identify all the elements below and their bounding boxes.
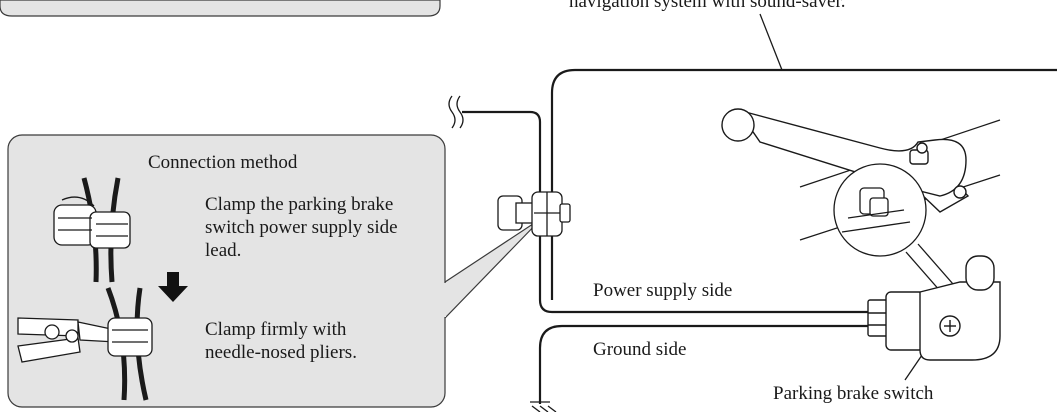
clamp-illustration-icon	[53, 177, 131, 283]
pliers-illustration-icon	[17, 287, 153, 401]
callout-step-2: Clamp firmly with needle-nosed pliers.	[205, 319, 357, 363]
magnifier-detail-icon	[833, 163, 961, 309]
arrow-down-icon	[158, 272, 188, 302]
callout-title: Connection method	[148, 152, 298, 173]
label-ground-side: Ground side	[593, 339, 687, 360]
callout-step-1: Clamp the parking brake switch power sup…	[205, 194, 398, 261]
callout-pointer	[444, 217, 543, 320]
label-parking-brake-switch: Parking brake switch	[773, 383, 934, 404]
top-partial-box	[0, 0, 441, 17]
top-partial-label: navigation system with sound-saver.	[569, 0, 846, 12]
splice-connector-icon	[497, 191, 571, 237]
callout-box	[7, 134, 446, 408]
parking-brake-switch-icon	[867, 255, 1001, 361]
label-power-supply-side: Power supply side	[593, 280, 733, 301]
